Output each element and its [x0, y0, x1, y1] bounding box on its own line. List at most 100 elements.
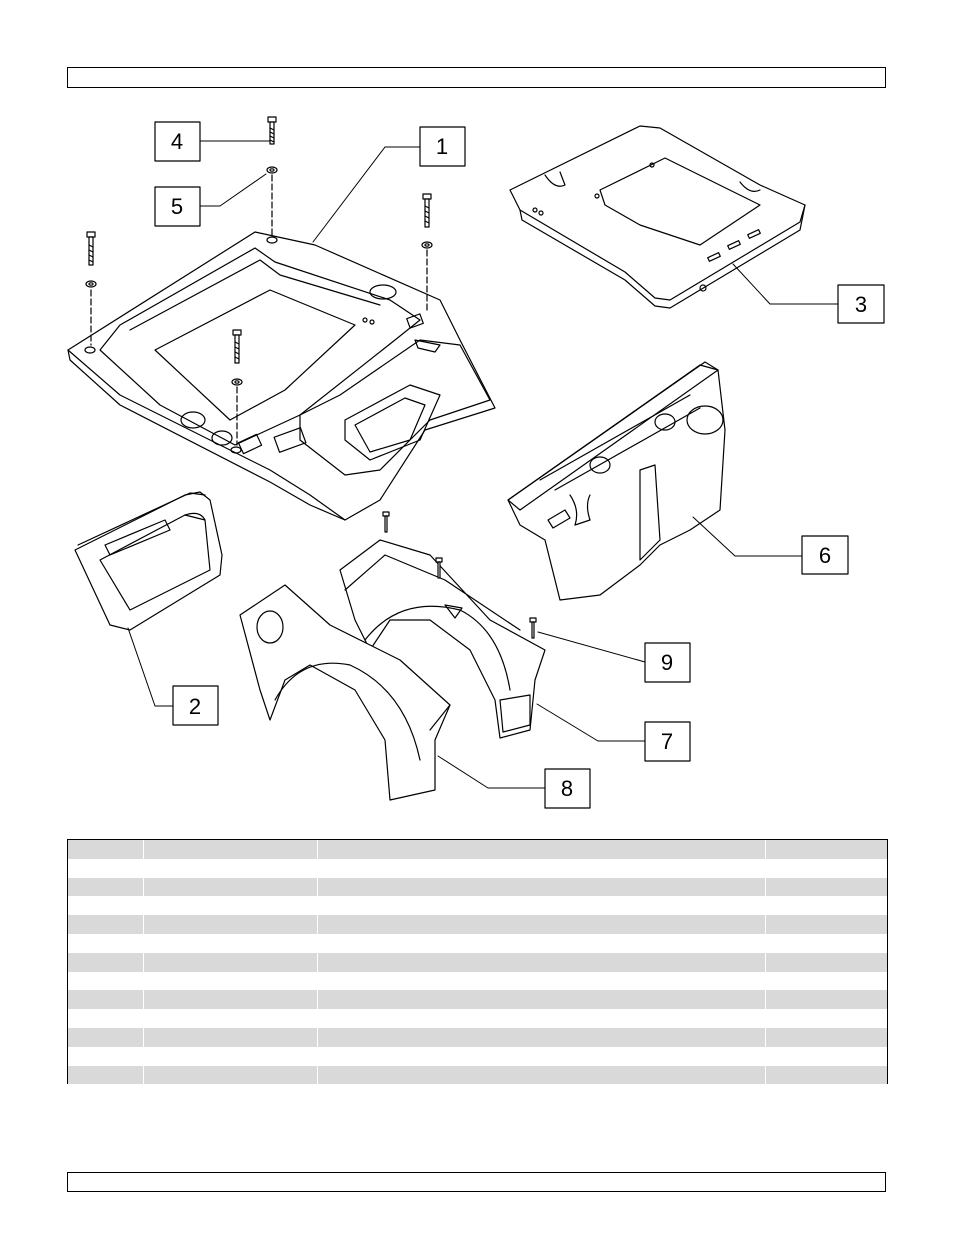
table-cell [143, 933, 318, 953]
table-row [68, 971, 887, 991]
table-cell [68, 933, 144, 953]
table-cell [317, 1009, 766, 1028]
svg-text:2: 2 [189, 694, 201, 719]
table-row [68, 877, 887, 897]
callout-8: 8 [544, 768, 591, 809]
table-cell [765, 1009, 887, 1028]
table-row [68, 1065, 887, 1085]
table-cell [765, 1046, 887, 1066]
table-cell [317, 952, 766, 972]
table-cell [68, 971, 144, 991]
table-cell [143, 840, 318, 859]
table-cell [68, 896, 144, 916]
table-cell [317, 896, 766, 916]
screw-7a [382, 511, 390, 533]
table-row [68, 952, 887, 972]
part-2-front-fascia [74, 491, 223, 631]
table-cell [68, 990, 144, 1010]
table-cell [765, 952, 887, 972]
table-row [68, 990, 887, 1010]
svg-text:9: 9 [661, 650, 673, 675]
table-cell [765, 858, 887, 878]
table-cell [317, 1027, 766, 1047]
part-3-seat-plate [509, 125, 806, 309]
parts-list-table [67, 839, 888, 1085]
table-cell [143, 1065, 318, 1085]
table-cell [317, 877, 766, 897]
exploded-parts-diagram: 1 2 3 4 5 6 7 8 9 [67, 116, 885, 809]
callout-4: 4 [154, 121, 201, 162]
screw-left [85, 231, 97, 346]
callout-5: 5 [154, 186, 201, 227]
table-cell [143, 952, 318, 972]
table-cell [317, 971, 766, 991]
table-cell [143, 858, 318, 878]
screw-center [231, 329, 243, 446]
callout-2: 2 [172, 685, 219, 726]
table-row [68, 915, 887, 934]
table-cell [317, 858, 766, 878]
svg-text:4: 4 [171, 129, 183, 154]
table-cell [765, 1065, 887, 1085]
table-cell [68, 1065, 144, 1085]
part-1-seat-pan [67, 231, 496, 521]
table-cell [765, 840, 887, 859]
callout-6: 6 [801, 535, 849, 575]
svg-text:1: 1 [436, 134, 448, 159]
table-cell [143, 877, 318, 897]
part-4-screws [85, 116, 433, 446]
part-8-front-fender [239, 584, 451, 801]
svg-text:7: 7 [661, 729, 673, 754]
table-row [68, 1027, 887, 1047]
svg-text:3: 3 [855, 292, 867, 317]
callout-3: 3 [837, 284, 885, 324]
table-cell [765, 896, 887, 916]
table-cell [765, 971, 887, 991]
page-footer-bar [67, 1172, 886, 1192]
table-cell [765, 915, 887, 934]
table-cell [68, 952, 144, 972]
table-cell [765, 933, 887, 953]
table-cell [143, 915, 318, 934]
table-row [68, 933, 887, 953]
screw-9 [529, 617, 537, 639]
table-cell [317, 990, 766, 1010]
table-cell [68, 1009, 144, 1028]
table-cell [317, 1065, 766, 1085]
table-cell [317, 933, 766, 953]
table-row [68, 896, 887, 916]
table-cell [143, 971, 318, 991]
page-header-bar [67, 67, 886, 88]
svg-text:8: 8 [561, 776, 573, 801]
table-cell [68, 840, 144, 859]
table-row [68, 840, 887, 859]
part-7-rear-fender [339, 511, 546, 739]
table-cell [143, 1046, 318, 1066]
table-cell [68, 915, 144, 934]
table-row [68, 1046, 887, 1066]
table-cell [68, 1027, 144, 1047]
table-cell [765, 1027, 887, 1047]
table-cell [317, 840, 766, 859]
table-row [68, 1009, 887, 1028]
part-6-back-shroud [507, 361, 726, 601]
table-cell [68, 858, 144, 878]
table-cell [143, 1027, 318, 1047]
callout-9: 9 [644, 642, 691, 683]
table-cell [143, 896, 318, 916]
callout-1: 1 [419, 126, 466, 167]
callout-leaders [127, 140, 839, 789]
table-cell [143, 990, 318, 1010]
table-cell [68, 1046, 144, 1066]
table-cell [143, 1009, 318, 1028]
screw-top [266, 116, 278, 236]
table-cell [765, 877, 887, 897]
screw-7b [435, 557, 443, 579]
svg-text:6: 6 [819, 543, 831, 568]
svg-text:5: 5 [171, 194, 183, 219]
table-row [68, 858, 887, 878]
table-cell [317, 1046, 766, 1066]
callout-7: 7 [644, 721, 691, 762]
table-cell [317, 915, 766, 934]
table-cell [765, 990, 887, 1010]
